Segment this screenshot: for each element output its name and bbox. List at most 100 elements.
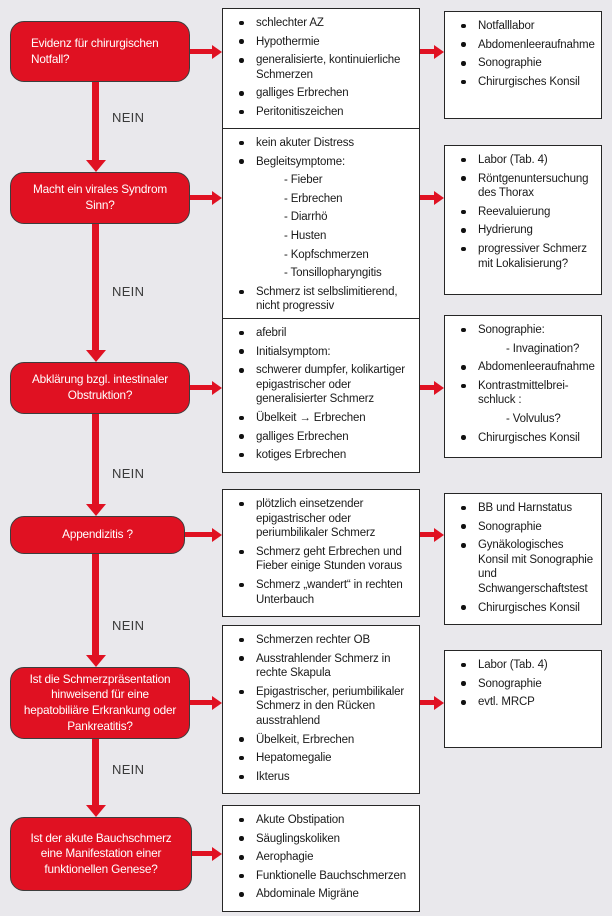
list-item: Chirurgisches Konsil (457, 601, 596, 616)
list-item: Schmerz geht Erbrechen und Fieber einige… (235, 545, 414, 574)
nein-label: NEIN (112, 618, 145, 633)
arrow-right-icon (192, 851, 212, 856)
arrow-down-icon (92, 82, 99, 160)
action-box-3: Sonographie: - Invagination? Abdomenleerau… (444, 315, 602, 458)
list-item: Funktionelle Bauchschmerzen (235, 869, 414, 884)
list-item: Begleitsymptome: (235, 155, 414, 170)
list-item: Notfalllabor (457, 19, 596, 34)
list-item: Labor (Tab. 4) (457, 153, 596, 168)
arrow-down-icon (92, 554, 99, 655)
list-item: Übelkeit, Erbrechen (235, 733, 414, 748)
list-item: - Erbrechen (284, 192, 343, 205)
list-item: Übelkeit → Erbrechen (235, 411, 414, 426)
list-item: Aerophagie (235, 850, 414, 865)
list-item: evtl. MRCP (457, 695, 596, 710)
arrow-right-icon (420, 700, 434, 705)
list-item: Sonographie (457, 56, 596, 71)
list-item: Epigastrischer, periumbilikaler Schmerz … (235, 685, 414, 729)
list-item: afebril (235, 326, 414, 341)
action-list-2: Labor (Tab. 4) Röntgenuntersuchung des Th… (457, 153, 596, 271)
arrow-right-icon (420, 49, 434, 54)
decision-box-surgical-emergency: Evidenz für chirurgischen Notfall? (10, 21, 190, 82)
list-item: Ausstrahlender Schmerz in rechte Skapula (235, 652, 414, 681)
symptom-list-5: Schmerzen rechter OB Ausstrahlender Schme… (235, 633, 414, 784)
arrow-down-icon (92, 739, 99, 805)
decision-box-functional-origin: Ist der akute Bauchschmerz eine Manifest… (10, 817, 192, 891)
list-item: - Diarrhö (284, 211, 328, 224)
list-item: Sonographie (457, 520, 596, 535)
nein-label: NEIN (112, 762, 145, 777)
arrow-right-icon (190, 700, 212, 705)
symptom-box-1: schlechter AZ Hypothermie generalisierte, … (222, 8, 420, 130)
arrow-right-icon (185, 532, 212, 537)
list-item: Sonographie (457, 677, 596, 692)
list-item: - Tonsillopharyngitis (284, 267, 382, 280)
list-item: kotiges Erbrechen (235, 448, 414, 463)
list-item: Sonographie: (457, 323, 596, 338)
arrow-down-icon (92, 224, 99, 350)
arrow-right-icon (190, 195, 212, 200)
list-item: Hepatomegalie (235, 751, 414, 766)
list-item: Röntgenuntersuchung des Thorax (457, 172, 596, 201)
list-item: Abdominale Migräne (235, 887, 414, 902)
list-item: galliges Erbrechen (235, 86, 414, 101)
decision-box-hepatobiliary-pancreatitis: Ist die Schmerzpräsentation hinweisend f… (10, 667, 190, 739)
arrow-right-icon (190, 49, 212, 54)
list-item: Hypothermie (235, 35, 414, 50)
list-item: - Volvulus? (506, 412, 561, 425)
list-item: Abdomenleeraufnahme (457, 38, 596, 53)
action-list-3: Sonographie: - Invagination? Abdomenleerau… (457, 323, 596, 445)
arrow-right-icon (190, 385, 212, 390)
action-box-2: Labor (Tab. 4) Röntgenuntersuchung des Th… (444, 145, 602, 295)
arrow-right-icon (420, 195, 434, 200)
arrow-right-icon (420, 532, 434, 537)
action-list-5: Labor (Tab. 4) Sonographie evtl. MRCP (457, 658, 596, 710)
list-item: generalisierte, kontinuierliche Schmerze… (235, 53, 414, 82)
list-item: Labor (Tab. 4) (457, 658, 596, 673)
list-item: - Invagination? (506, 342, 580, 355)
list-item: Chirurgisches Konsil (457, 431, 596, 446)
arrow-right-icon (420, 385, 434, 390)
symptom-box-4: plötzlich einsetzender epigastrischer od… (222, 489, 420, 618)
nein-label: NEIN (112, 110, 145, 125)
list-item: Kontrastmittelbrei-schluck : (457, 379, 596, 408)
list-item: - Husten (284, 229, 327, 242)
list-item: schlechter AZ (235, 16, 414, 31)
decision-box-appendicitis: Appendizitis ? (10, 516, 185, 554)
list-item: progressiver Schmerz mit Lokalisierung? (457, 242, 596, 271)
list-item: galliges Erbrechen (235, 430, 414, 445)
decision-box-viral-syndrome: Macht ein virales Syndrom Sinn? (10, 172, 190, 224)
list-item: Hydrierung (457, 223, 596, 238)
nein-label: NEIN (112, 466, 145, 481)
symptom-list-4: plötzlich einsetzender epigastrischer od… (235, 497, 414, 607)
list-item: Schmerz „wandert“ in rechten Unterbauch (235, 578, 414, 607)
list-item: Chirurgisches Konsil (457, 75, 596, 90)
nein-label: NEIN (112, 284, 145, 299)
list-item: Initialsymptom: (235, 345, 414, 360)
list-item: Akute Obstipation (235, 813, 414, 828)
list-item: Reevaluierung (457, 205, 596, 220)
list-item: kein akuter Distress (235, 136, 414, 151)
list-item: BB und Harnstatus (457, 501, 596, 516)
list-item: Säuglingskoliken (235, 832, 414, 847)
arrow-down-icon (92, 414, 99, 504)
list-item: schwerer dumpfer, kolikartiger epigastri… (235, 363, 414, 407)
list-item: Schmerz ist selbslimitierend, nicht prog… (235, 285, 414, 314)
list-item: Gynäkologisches Konsil mit Sonographie u… (457, 538, 596, 596)
list-item: Abdomenleeraufnahme (457, 360, 596, 375)
list-item: - Kopfschmerzen (284, 248, 369, 261)
list-item: Schmerzen rechter OB (235, 633, 414, 648)
list-item: Ikterus (235, 770, 414, 785)
decision-box-intestinal-obstruction: Abklärung bzgl. intestinaler Obstruktion… (10, 362, 190, 414)
list-item: - Fieber (284, 174, 323, 187)
